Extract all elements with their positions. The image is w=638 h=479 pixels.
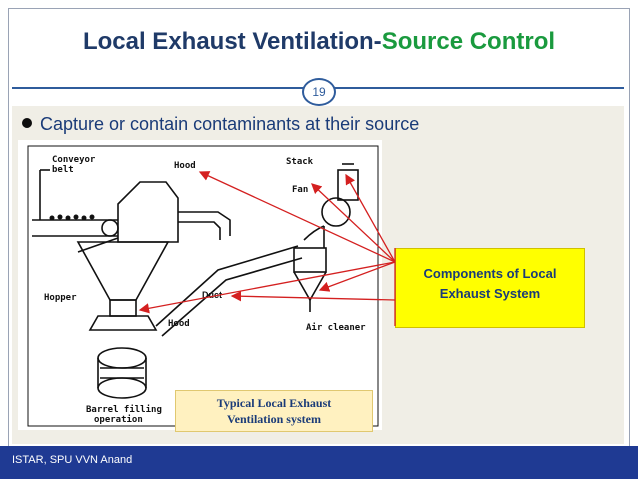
caption-box: Typical Local Exhaust Ventilation system [175,390,373,432]
label-air-cleaner: Air cleaner [306,322,366,333]
bullet-point: Capture or contain contaminants at their… [22,114,419,135]
label-hood-top: Hood [174,161,196,171]
label-hopper: Hopper [44,293,77,303]
label-belt: belt [52,165,74,175]
callout-text: Components of Local Exhaust System [396,264,584,304]
label-hood-bottom: Hood [168,319,190,329]
label-conveyor: Conveyor [52,155,96,165]
callout-line-2: Exhaust System [439,286,541,301]
label-barrel-2: operation [94,414,143,425]
caption-line-1: Typical Local Exhaust [216,396,332,410]
slide-number-badge: 19 [302,78,336,106]
bullet-text: Capture or contain contaminants at their… [40,114,420,134]
arrow-air-cleaner [318,261,396,292]
components-callout: Components of Local Exhaust System [395,248,585,328]
arrow-hood-bottom [138,261,396,314]
title-accent: Source Control [381,28,556,55]
footer-bar: ISTAR, SPU VVN Anand [0,446,638,479]
label-stack: Stack [286,157,314,167]
arrow-fan [311,183,396,263]
label-duct: Duct [202,290,222,300]
arrow-hood-top [198,171,396,263]
arrow-stack [345,173,396,263]
footer-text: ISTAR, SPU VVN Anand [12,454,133,466]
caption-line-2: Ventilation system [227,412,321,426]
lev-drawing: Conveyor belt Hood Stack Fan Hopper Duct… [27,145,379,427]
arrow-duct [230,291,396,302]
label-barrel-1: Barrel filling [86,404,162,415]
callout-line-1: Components of Local [423,266,557,281]
title-main: Local Exhaust Ventilation- [82,28,382,55]
label-fan: Fan [292,185,308,195]
slide-title: Local Exhaust Ventilation-Source Control [0,28,638,56]
caption-text: Typical Local Exhaust Ventilation system [176,395,372,427]
bullet-icon [22,118,32,129]
